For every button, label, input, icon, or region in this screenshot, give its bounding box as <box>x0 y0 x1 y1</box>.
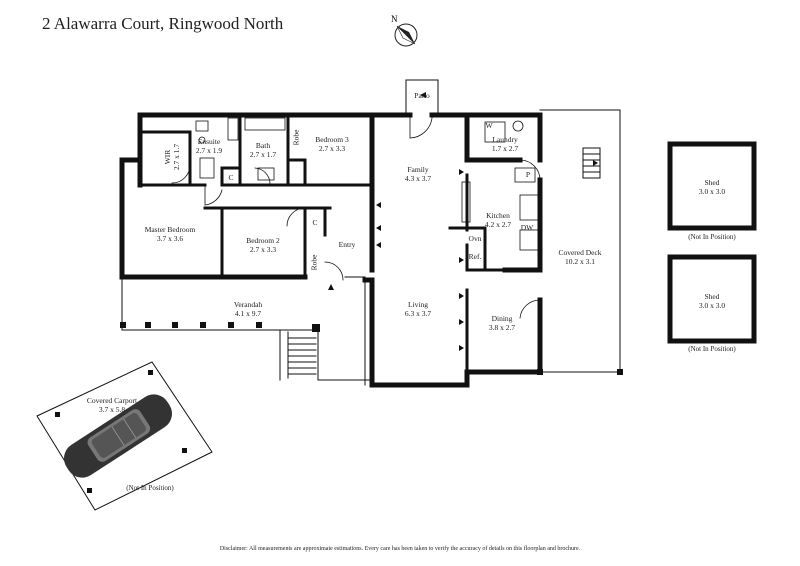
disclaimer: Disclaimer: All measurements are approxi… <box>219 546 581 552</box>
fixture-fridge-label: Ref. <box>468 252 482 261</box>
room-verandah-name: Verandah <box>233 300 263 309</box>
compass-icon <box>394 23 418 47</box>
carport-not-in-position: (Not In Position) <box>126 484 174 492</box>
room-robe-2: Robe <box>310 255 319 271</box>
room-robe-1: Robe <box>292 130 301 146</box>
room-laundry-name: Laundry <box>492 135 518 144</box>
fixture-dishwasher: DW <box>521 223 534 232</box>
room-kitchen-dims: 4.2 x 2.7 <box>484 220 512 229</box>
room-dining-name: Dining <box>491 314 513 323</box>
room-master-name: Master Bedroom <box>144 225 196 234</box>
room-shed-2-dims: 3.0 x 3.0 <box>698 301 726 310</box>
room-wir-name: WIR <box>163 149 172 165</box>
room-living-dims: 6.3 x 3.7 <box>404 309 432 318</box>
deck-outline <box>539 109 621 373</box>
fixture-washer: W <box>485 121 492 130</box>
room-family-dims: 4.3 x 3.7 <box>404 174 432 183</box>
room-carport-name: Covered Carport <box>86 396 138 405</box>
room-bedroom-3-name: Bedroom 3 <box>315 135 349 144</box>
fixture-oven-label: Ovn <box>468 234 482 243</box>
room-shed-1-dims: 3.0 x 3.0 <box>698 187 726 196</box>
interior-walls <box>138 113 507 374</box>
room-bath-dims: 2.7 x 1.7 <box>249 150 277 159</box>
closet-2-label: C <box>312 218 318 227</box>
room-bedroom-2-name: Bedroom 2 <box>246 236 280 245</box>
fixture-pantry-label: P <box>525 170 531 179</box>
room-deck-name: Covered Deck <box>558 248 602 257</box>
fixture-oven: Ovn <box>469 234 482 243</box>
fixture-dishwasher-label: DW <box>520 223 534 232</box>
car-icon <box>64 394 172 478</box>
verandah-posts <box>120 92 623 375</box>
room-laundry-dims: 1.7 x 2.7 <box>491 144 519 153</box>
room-entry-name: Entry <box>338 240 356 249</box>
room-living-name: Living <box>408 300 428 309</box>
room-deck-dims: 10.2 x 3.1 <box>564 257 595 266</box>
verandah-outline <box>121 276 373 386</box>
room-wir-dims: 2.7 x 1.7 <box>172 143 181 171</box>
room-kitchen-name: Kitchen <box>486 211 510 220</box>
room-bath-name: Bath <box>255 141 271 150</box>
fixture-fridge: Ref. <box>469 252 482 261</box>
bath-fixtures <box>195 117 539 251</box>
room-shed-1-name: Shed <box>704 178 720 187</box>
room-entry: Entry <box>339 240 356 249</box>
fixture-pantry: P <box>526 170 530 179</box>
closet-1-label: C <box>228 173 234 182</box>
exterior-walls <box>119 112 543 388</box>
windows <box>121 112 621 386</box>
room-master-dims: 3.7 x 3.6 <box>156 234 184 243</box>
room-ensuite-dims: 2.7 x 1.9 <box>195 146 223 155</box>
patio-outline <box>405 79 439 114</box>
shed-1-not-in-position: (Not In Position) <box>688 233 736 241</box>
page-title: 2 Alawarra Court, Ringwood North <box>42 14 284 33</box>
sheds <box>667 141 757 344</box>
room-carport-dims: 3.7 x 5.8 <box>98 405 126 414</box>
room-bedroom-3-dims: 2.7 x 3.3 <box>318 144 346 153</box>
room-patio-name: Patio <box>414 91 430 100</box>
room-family-name: Family <box>407 165 429 174</box>
closet-2: C <box>312 218 317 227</box>
doors <box>171 114 541 319</box>
room-dining-dims: 3.8 x 2.7 <box>488 323 516 332</box>
room-bedroom-2-dims: 2.7 x 3.3 <box>249 245 277 254</box>
room-robe-1-name: Robe <box>291 129 301 146</box>
carport <box>36 361 213 511</box>
room-ensuite-name: Ensuite <box>197 137 221 146</box>
shed-2-not-in-position: (Not In Position) <box>688 345 736 353</box>
fixture-washer-label: W <box>485 121 493 130</box>
room-shed-2-name: Shed <box>704 292 720 301</box>
closet-1: C <box>228 173 233 182</box>
compass-north-label: N <box>391 14 398 24</box>
room-patio: Patio <box>414 91 429 100</box>
room-robe-2-name: Robe <box>309 254 319 271</box>
room-verandah-dims: 4.1 x 9.7 <box>234 309 262 318</box>
